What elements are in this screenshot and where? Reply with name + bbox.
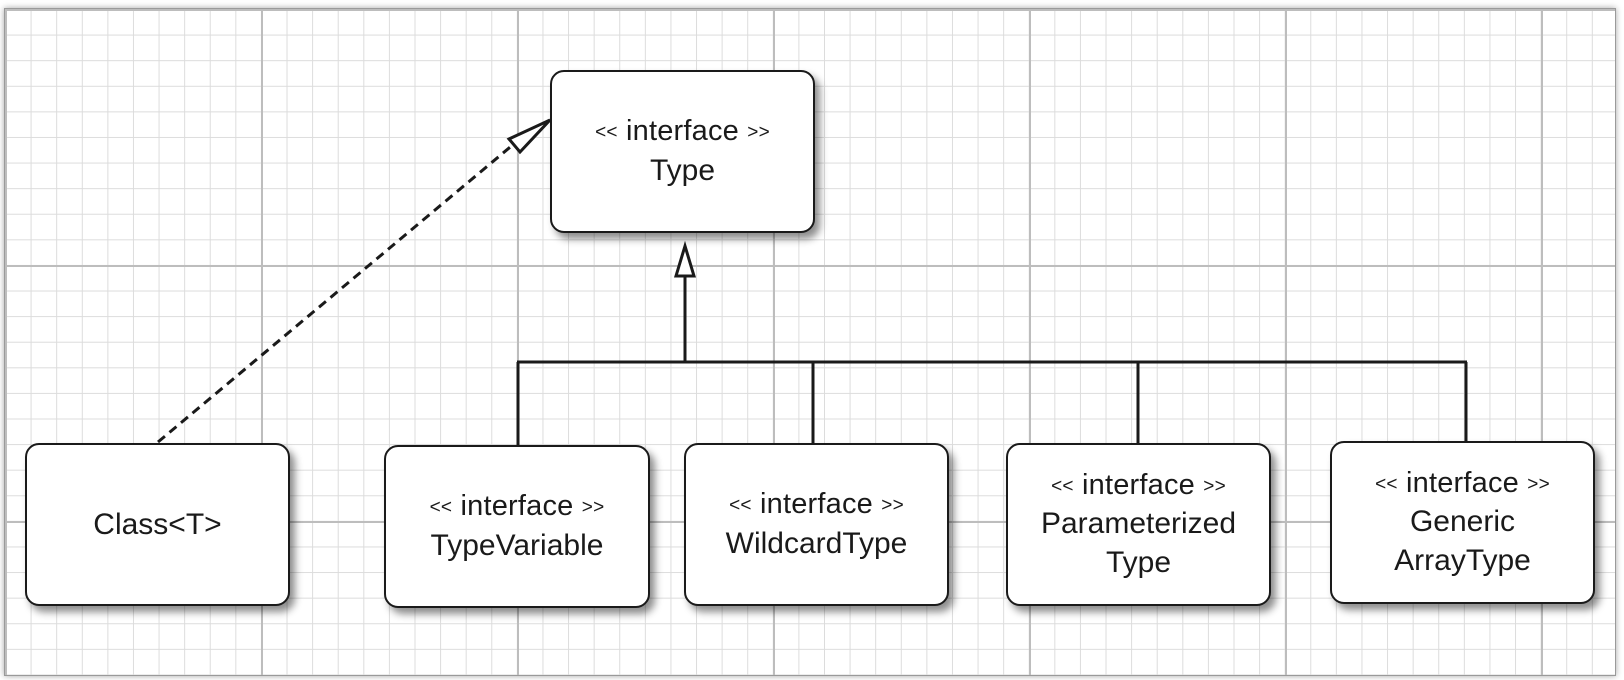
- realization-line: [157, 136, 522, 444]
- class-name: TypeVariable: [430, 528, 604, 562]
- generic-array-type-interface-box[interactable]: << interface >> Generic ArrayType: [1330, 441, 1595, 604]
- parameterized-type-interface-box[interactable]: << interface >> Parameterized Type: [1006, 443, 1271, 606]
- stereotype-label: << interface >>: [429, 490, 605, 523]
- stereotype-label: << interface >>: [1375, 466, 1550, 499]
- generalization-arrowhead: [673, 240, 697, 278]
- type-interface-box[interactable]: << interface >> Type: [550, 70, 815, 233]
- class-name-line-1: Generic: [1409, 505, 1516, 539]
- class-name: Type: [649, 153, 716, 187]
- class-t-box[interactable]: Class<T>: [25, 443, 290, 606]
- class-name: Class<T>: [93, 508, 222, 541]
- class-name-line-2: ArrayType: [1394, 544, 1531, 578]
- class-name-line-1: Parameterized: [1040, 507, 1237, 541]
- stereotype-label: << interface >>: [1051, 468, 1226, 501]
- stereotype-label: << interface >>: [595, 115, 770, 148]
- type-variable-interface-box[interactable]: << interface >> TypeVariable: [384, 445, 650, 608]
- realization-arrowhead: [506, 118, 552, 155]
- stereotype-label: << interface >>: [729, 488, 904, 521]
- wildcard-type-interface-box[interactable]: << interface >> WildcardType: [684, 443, 949, 606]
- class-name-line-2: Type: [1105, 546, 1172, 580]
- class-name: WildcardType: [725, 526, 908, 560]
